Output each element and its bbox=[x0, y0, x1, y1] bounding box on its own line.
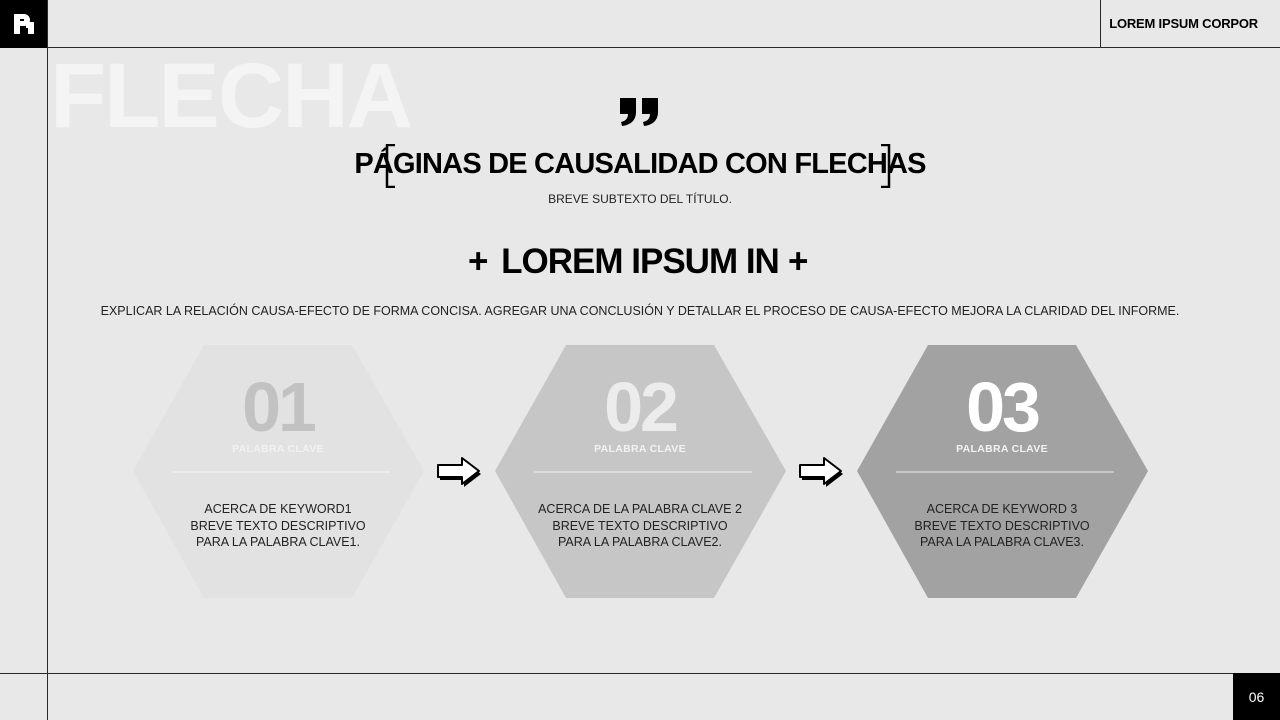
page-subtitle: BREVE SUBTEXTO DEL TÍTULO. bbox=[548, 192, 732, 206]
quote-mark bbox=[618, 96, 662, 133]
right-arrow-icon bbox=[798, 455, 846, 494]
step-description-line: PARA LA PALABRA CLAVE1. bbox=[196, 535, 360, 549]
header-separator bbox=[1100, 0, 1101, 47]
step-number: 03 bbox=[966, 368, 1041, 446]
step-keyword: PALABRA CLAVE bbox=[956, 443, 1048, 455]
step-description: ACERCA DE KEYWORD1 BREVE TEXTO DESCRIPTI… bbox=[128, 501, 428, 551]
left-bracket-decoration bbox=[385, 143, 397, 193]
step-description: ACERCA DE LA PALABRA CLAVE 2 BREVE TEXTO… bbox=[490, 501, 790, 551]
step-description-line: ACERCA DE KEYWORD 3 bbox=[926, 502, 1078, 516]
step-number: 01 bbox=[242, 368, 317, 446]
plus-right: + bbox=[788, 242, 809, 281]
step-description-line: ACERCA DE LA PALABRA CLAVE 2 bbox=[538, 502, 742, 516]
step-description-line: PARA LA PALABRA CLAVE2. bbox=[558, 535, 722, 549]
watermark-text: FLECHA bbox=[50, 45, 413, 147]
step-description: ACERCA DE KEYWORD 3 BREVE TEXTO DESCRIPT… bbox=[852, 501, 1152, 551]
section-heading: LOREM IPSUM IN bbox=[501, 242, 780, 281]
step-keyword: PALABRA CLAVE bbox=[594, 443, 686, 455]
page-title: PÁGINAS DE CAUSALIDAD CON FLECHAS bbox=[354, 148, 926, 180]
quote-icon bbox=[620, 98, 658, 126]
footer-divider bbox=[0, 673, 1233, 674]
plus-left: + bbox=[468, 242, 489, 281]
page-number: 06 bbox=[1233, 673, 1280, 720]
step-number: 02 bbox=[604, 368, 679, 446]
step-description-line: BREVE TEXTO DESCRIPTIVO bbox=[552, 518, 728, 533]
company-name: LOREM IPSUM CORPOR bbox=[1109, 16, 1258, 31]
step-description-line: PARA LA PALABRA CLAVE3. bbox=[920, 535, 1084, 549]
right-bracket-decoration bbox=[879, 143, 891, 193]
right-arrow-icon bbox=[436, 455, 484, 494]
left-frame-line bbox=[47, 0, 48, 720]
brand-logo-icon bbox=[14, 14, 34, 34]
step-description-line: ACERCA DE KEYWORD1 bbox=[204, 502, 352, 516]
step-description-line: BREVE TEXTO DESCRIPTIVO bbox=[914, 518, 1090, 533]
header-divider bbox=[48, 47, 1280, 48]
section-description: EXPLICAR LA RELACIÓN CAUSA-EFECTO DE FOR… bbox=[100, 304, 1180, 318]
brand-logo bbox=[0, 0, 48, 48]
step-description-line: BREVE TEXTO DESCRIPTIVO bbox=[190, 518, 366, 533]
step-keyword: PALABRA CLAVE bbox=[232, 443, 324, 455]
